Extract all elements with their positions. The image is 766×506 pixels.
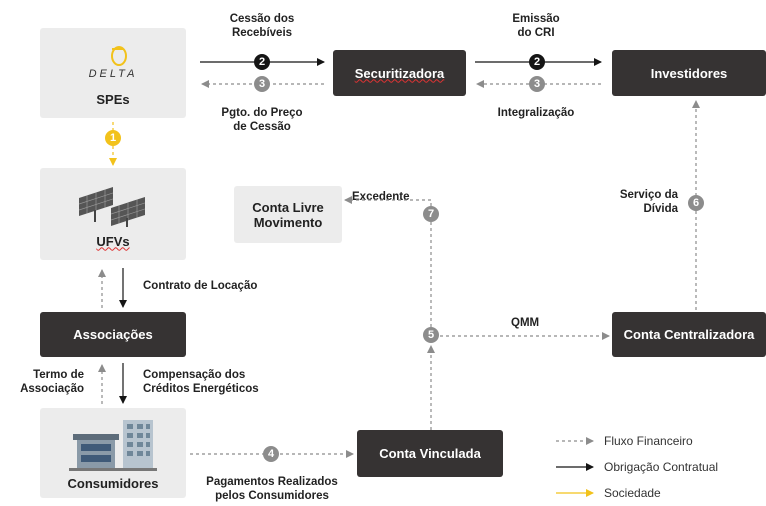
solar-panels-icon	[79, 186, 145, 227]
legend-contratual: Obrigação Contratual	[604, 460, 719, 474]
spes-logo-text: DELTA	[88, 67, 138, 80]
step-3-badge-right: 3	[529, 76, 545, 92]
investidores-label: Investidores	[650, 65, 728, 81]
conta-centralizadora-label: Conta Centralizadora	[623, 327, 755, 342]
step-1-badge: 1	[105, 130, 121, 146]
ufvs-box: UFVs	[40, 168, 186, 260]
conta-livre-line2: Movimento	[253, 214, 323, 230]
label-integralizacao: Integralização	[497, 107, 575, 119]
ufvs-label: UFVs	[96, 233, 130, 249]
label-contrato-locacao: Contrato de Locação	[143, 280, 258, 292]
step-2-badge-right: 2	[529, 54, 545, 70]
label-excedente: Excedente	[352, 191, 410, 203]
associacoes-label: Associações	[73, 327, 153, 342]
delta-logo-icon	[111, 45, 127, 66]
step-3-badge-left: 3	[254, 76, 270, 92]
arrow-node7-to-conta-livre	[344, 196, 432, 206]
securitizadora-label: Securitizadora	[354, 65, 445, 81]
step-6-badge: 6	[688, 195, 704, 211]
step-5-badge: 5	[423, 327, 439, 343]
consumidores-box: Consumidores	[40, 408, 186, 498]
step-2-badge-left: 2	[254, 54, 270, 70]
conta-livre-line1: Conta Livre	[252, 199, 324, 215]
conta-vinculada-box: Conta Vinculada	[357, 430, 503, 477]
conta-vinculada-label: Conta Vinculada	[379, 446, 481, 461]
securitizadora-box: Securitizadora	[333, 50, 466, 96]
step-7-badge: 7	[423, 206, 439, 222]
step-4-badge: 4	[263, 446, 279, 462]
spes-box: DELTA SPEs	[40, 28, 186, 118]
investidores-box: Investidores	[612, 50, 766, 96]
spes-label: SPEs	[96, 91, 130, 107]
conta-centralizadora-box: Conta Centralizadora	[612, 312, 766, 357]
associacoes-box: Associações	[40, 312, 186, 357]
consumidores-label: Consumidores	[67, 475, 159, 491]
buildings-icon	[69, 419, 157, 471]
label-qmm: QMM	[511, 317, 540, 329]
legend-sociedade: Sociedade	[604, 486, 661, 500]
conta-livre-box: Conta Livre Movimento	[234, 186, 342, 243]
legend-financeiro: Fluxo Financeiro	[604, 434, 693, 448]
